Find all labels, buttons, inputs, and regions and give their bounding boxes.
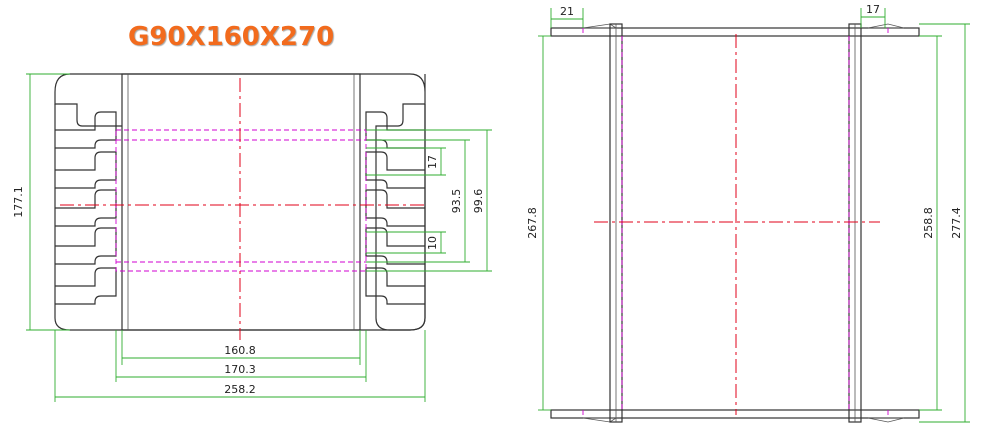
dim-inner-height: 93.5 [450,189,463,214]
side-view: 267.8 258.8 277.4 21 17 [526,3,970,423]
dim-opening-outer: 170.3 [224,363,256,376]
dim-inner-height-outer: 99.6 [472,189,485,214]
left-comb [55,111,117,305]
front-view: 177.1 160.8 170.3 258.2 17 10 93.5 99.6 [12,73,492,402]
dim-side-overall-height: 277.4 [950,207,963,239]
drawing-title: G90X160X270 [128,22,335,52]
dim-opening-inner: 160.8 [224,344,256,357]
dim-side-total-height: 267.8 [526,207,539,239]
top-flange [550,27,920,37]
front-core [121,73,361,331]
bottom-flange [550,409,920,419]
dim-overall-width: 258.2 [224,383,256,396]
dim-slot-height: 17 [426,155,439,169]
right-comb [365,111,425,305]
dim-flange-right: 17 [866,3,880,16]
dim-slot-pitch: 10 [426,236,439,250]
dim-flange-left: 21 [560,5,574,18]
dim-side-inner-height: 258.8 [922,207,935,239]
dim-front-height: 177.1 [12,186,25,218]
